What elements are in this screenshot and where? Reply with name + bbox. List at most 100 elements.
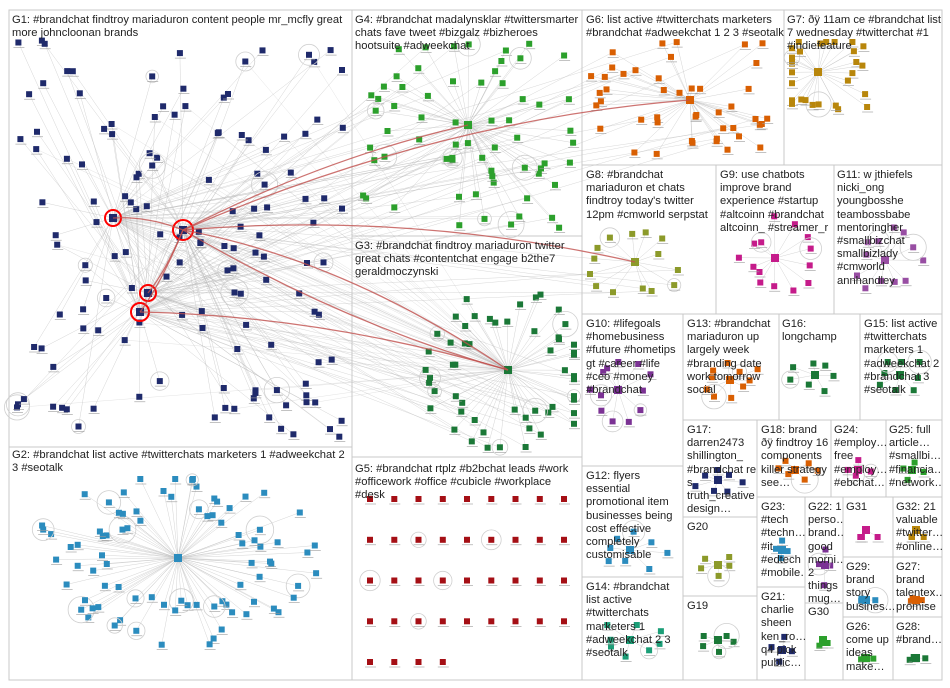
edge [507, 369, 575, 400]
node-ring [96, 490, 122, 515]
node [136, 319, 143, 326]
node [82, 277, 89, 284]
hub-node [626, 636, 634, 644]
edge [182, 196, 460, 231]
edge [139, 311, 141, 397]
node [33, 146, 40, 153]
node [367, 536, 373, 543]
node [149, 162, 156, 169]
node [122, 249, 129, 256]
node [789, 97, 795, 104]
edge [817, 71, 837, 106]
node [339, 205, 345, 212]
node [900, 465, 907, 472]
edge [421, 117, 469, 126]
node [642, 229, 649, 236]
node [593, 102, 600, 109]
node [251, 205, 258, 212]
node [171, 111, 178, 118]
node [804, 234, 811, 241]
edge [487, 369, 509, 448]
node [782, 457, 789, 464]
node [225, 91, 231, 97]
edge [139, 119, 642, 313]
edge [507, 369, 549, 413]
node [604, 365, 611, 372]
edge [112, 217, 549, 413]
node [807, 245, 814, 252]
group-border-g18 [756, 419, 832, 498]
edge [425, 47, 469, 126]
edge [139, 114, 175, 313]
node [832, 102, 839, 109]
node [415, 659, 422, 665]
edge [139, 170, 492, 313]
node [605, 558, 612, 565]
node [148, 594, 155, 601]
edge [122, 529, 179, 559]
edge [112, 117, 658, 219]
edge [177, 515, 213, 559]
edge [35, 148, 141, 313]
edge [182, 56, 672, 231]
node [490, 179, 497, 186]
node [56, 311, 63, 318]
node [226, 505, 233, 512]
edge [467, 124, 495, 148]
node [517, 301, 524, 308]
node [570, 139, 577, 146]
edge [658, 78, 691, 101]
node [867, 468, 874, 475]
hub-node [726, 376, 734, 384]
node [119, 510, 126, 517]
node [105, 499, 112, 506]
edge [136, 557, 179, 631]
edge [507, 369, 575, 414]
inter-group-arc-layer [104, 99, 691, 371]
node-ring [127, 621, 146, 640]
node [571, 410, 577, 417]
edge [774, 257, 809, 284]
node [810, 360, 817, 367]
node [920, 469, 927, 475]
node [876, 381, 883, 388]
node [82, 262, 89, 269]
node [199, 325, 206, 331]
node [789, 45, 795, 52]
edge [83, 229, 184, 329]
edge [82, 217, 114, 310]
node-layer [3, 32, 932, 668]
node [230, 245, 237, 252]
node [522, 414, 529, 421]
edge [139, 67, 613, 313]
edge [177, 557, 223, 602]
node [789, 100, 795, 107]
edge [507, 344, 575, 371]
edge [112, 217, 203, 329]
node [82, 597, 88, 604]
edge [634, 261, 644, 289]
node [864, 104, 871, 110]
edge [182, 229, 515, 410]
node [15, 401, 21, 408]
edge [139, 311, 575, 397]
edge [717, 479, 743, 483]
node [648, 288, 655, 294]
node [391, 496, 398, 502]
node-ring [701, 383, 727, 410]
node [716, 648, 722, 655]
edge [139, 311, 161, 382]
node [205, 176, 212, 183]
node-ring [621, 520, 646, 544]
node [99, 533, 106, 539]
edge [112, 41, 677, 219]
node [920, 534, 927, 540]
node [491, 144, 498, 151]
node [571, 373, 577, 380]
edge [676, 42, 691, 101]
node [96, 528, 103, 535]
node [730, 125, 737, 131]
edge [112, 217, 526, 448]
node [50, 363, 57, 370]
node [468, 438, 475, 445]
